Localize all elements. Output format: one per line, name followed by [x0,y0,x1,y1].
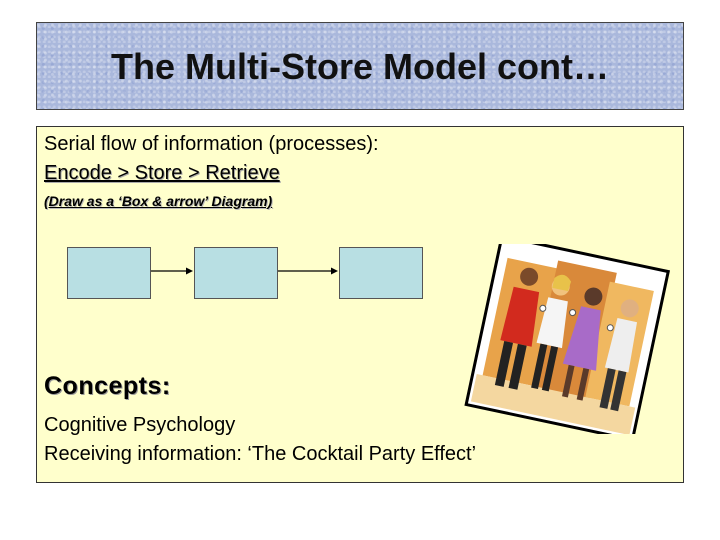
diagram-instruction: (Draw as a ‘Box & arrow’ Diagram) [44,193,273,209]
arrow-encode-to-store [151,267,193,275]
concept-cognitive-psychology: Cognitive Psychology [44,414,236,436]
concept-cocktail-party: Receiving information: ‘The Cocktail Par… [44,443,477,465]
cocktail-party-illustration [464,244,671,434]
concepts-heading: Concepts: [44,372,171,400]
diagram-arrows [151,267,338,275]
process-sequence: Encode > Store > Retrieve [44,162,280,184]
diagram-box-retrieve [339,247,423,299]
arrow-store-to-retrieve [278,267,338,275]
process-description: Serial flow of information (processes): [44,133,379,155]
diagram-box-store [194,247,278,299]
slide-title: The Multi-Store Model cont… [111,46,609,87]
title-box: The Multi-Store Model cont… [36,22,684,110]
diagram-box-encode [67,247,151,299]
